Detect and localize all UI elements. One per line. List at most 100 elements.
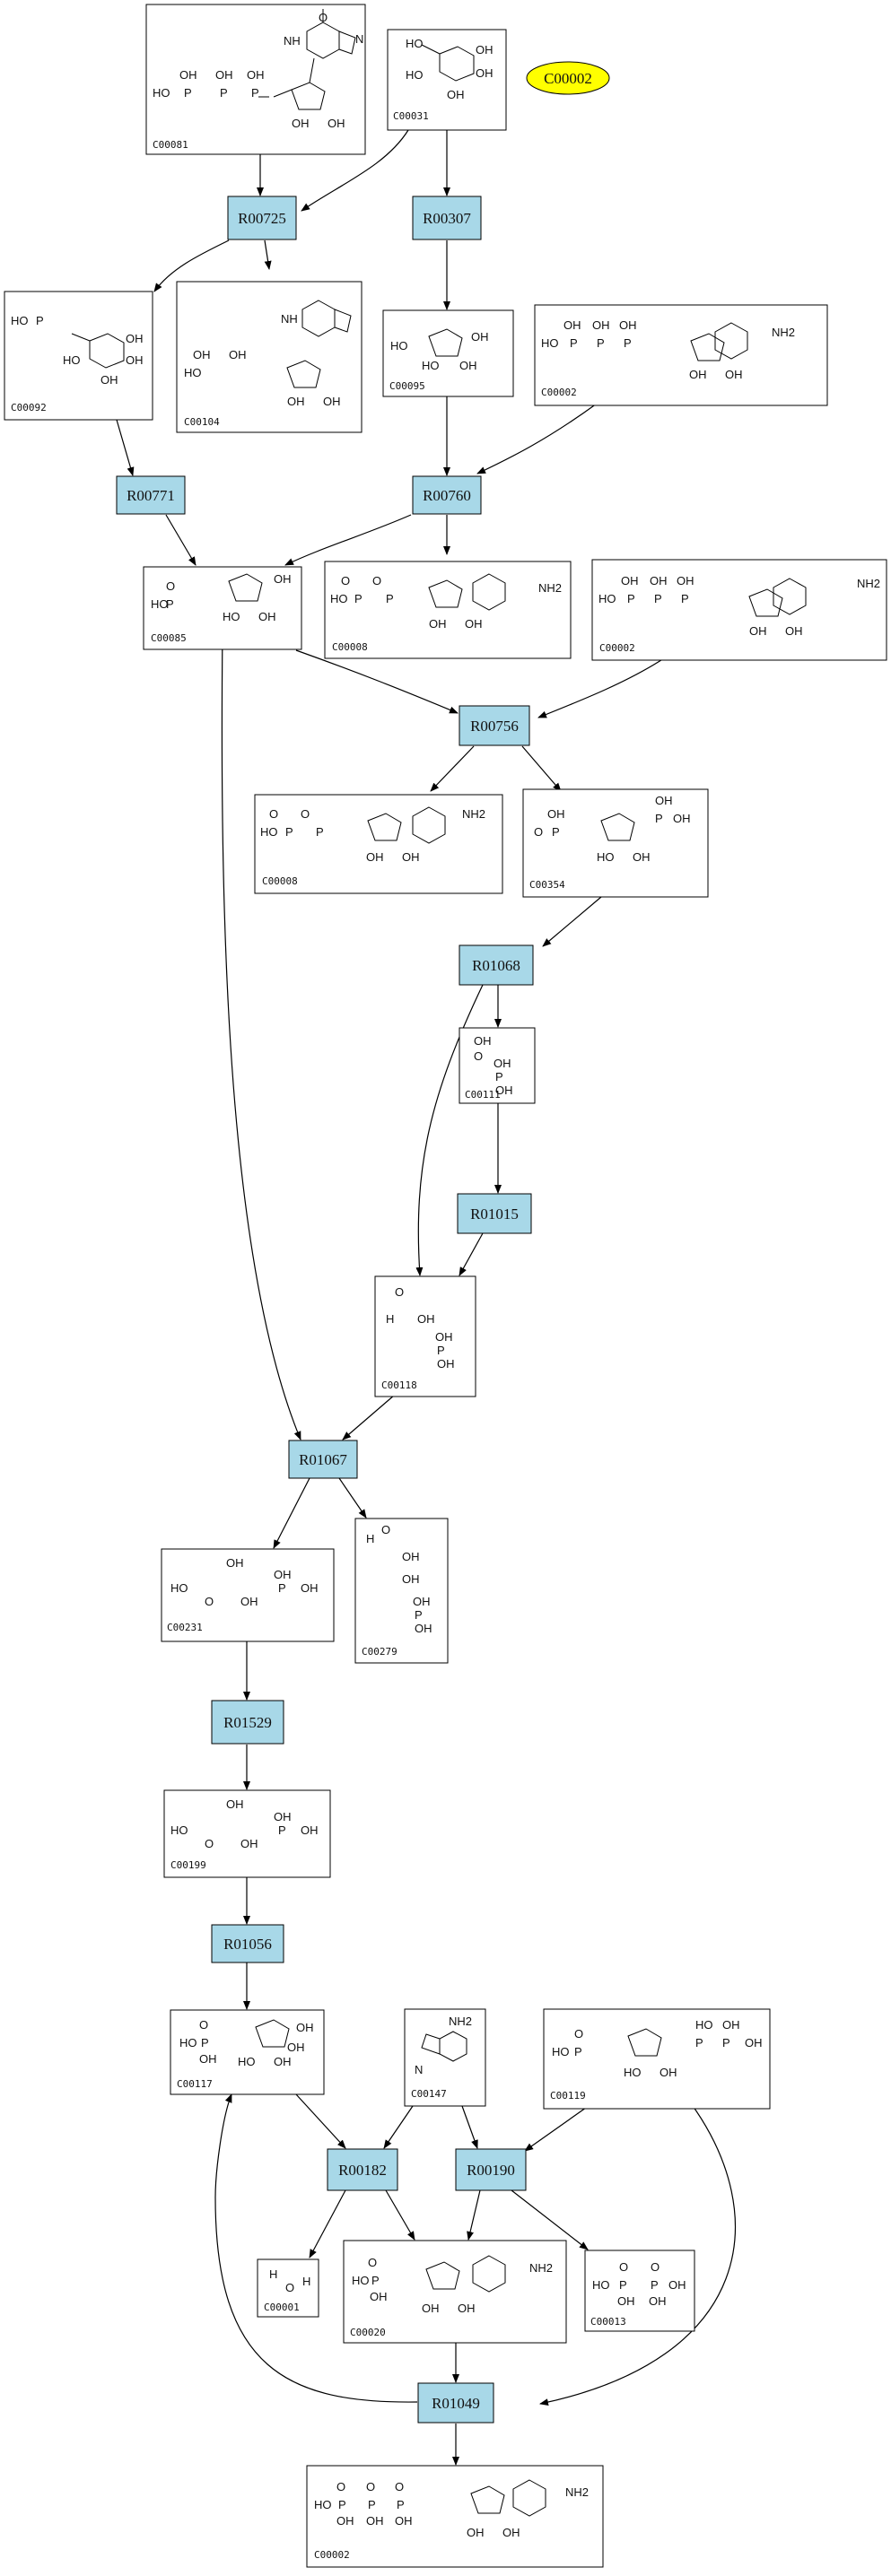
reaction-box[interactable] (227, 196, 297, 240)
reaction-r01529[interactable]: R01529 (211, 1700, 284, 1745)
reaction-r00771[interactable]: R00771 (116, 475, 186, 515)
compound-c00118[interactable]: O H OH OH P OH C00118 (374, 1275, 476, 1397)
atom-label: P (220, 86, 228, 100)
atom-label: OH (301, 1581, 319, 1595)
compound-box[interactable] (354, 1518, 449, 1664)
edge (165, 514, 197, 566)
compound-box[interactable] (163, 1789, 331, 1878)
compound-box[interactable] (257, 2258, 319, 2318)
compound-c00354[interactable]: OH O P OH P OH HO OH C00354 (522, 788, 709, 898)
reaction-box[interactable] (116, 475, 186, 515)
reaction-box[interactable] (327, 2148, 398, 2191)
atom-label: OH (240, 1837, 258, 1850)
reaction-label: R01056 (223, 1936, 272, 1953)
compound-box[interactable] (534, 304, 828, 406)
atom-label: OH (437, 1357, 455, 1371)
compound-box[interactable] (522, 788, 709, 898)
compound-c00031[interactable]: HO OH OH HO OH C00031 (387, 29, 507, 131)
compound-box[interactable] (543, 2008, 771, 2110)
atom-label: O (619, 2260, 628, 2274)
reaction-box[interactable] (459, 944, 534, 986)
reaction-box[interactable] (412, 196, 482, 240)
atom-label: OH (650, 574, 668, 587)
compound-c00231[interactable]: OH OH HO P OH O OH C00231 (161, 1548, 335, 1642)
compound-c00002-b[interactable]: OH OH OH HO P P P NH2 OH OH C00002 (591, 559, 887, 661)
reaction-r00756[interactable]: R00756 (459, 705, 530, 746)
compound-c00111[interactable]: OH O OH P OH C00111 (459, 1027, 536, 1104)
compound-c00001[interactable]: H O H C00001 (257, 2258, 319, 2318)
compound-box[interactable] (324, 561, 572, 659)
reaction-box[interactable] (412, 475, 482, 515)
compound-c00085[interactable]: O P HO OH HO OH C00085 (143, 566, 302, 650)
compound-c00092[interactable]: HO P OH OH HO OH C00092 (4, 291, 153, 421)
compound-c00008-a[interactable]: O O HO P P NH2 OH OH C00008 (324, 561, 572, 659)
compound-c00002-a[interactable]: OH OH OH HO P P P NH2 OH OH C00002 (534, 304, 828, 406)
compound-box[interactable] (161, 1548, 335, 1642)
reaction-r01049[interactable]: R01049 (417, 2382, 494, 2424)
compound-c00008-b[interactable]: O O HO P P NH2 OH OH C00008 (254, 794, 503, 894)
edge (467, 2189, 481, 2241)
compound-c00002-c[interactable]: O O O HO P P P OH OH OH NH2 OH OH C00002 (306, 2465, 604, 2568)
atom-label: HO (179, 2036, 197, 2049)
reaction-box[interactable] (459, 705, 530, 746)
atom-label: HO (592, 2278, 610, 2292)
reaction-box[interactable] (211, 1924, 284, 1963)
atom-label: HO (170, 1823, 188, 1837)
compound-c00279[interactable]: H O OH OH OH P OH C00279 (354, 1518, 449, 1664)
reaction-r00190[interactable]: R00190 (455, 2148, 527, 2191)
compound-box[interactable] (584, 2250, 695, 2332)
compound-box[interactable] (4, 291, 153, 421)
compound-box[interactable] (143, 566, 302, 650)
atom-label: NH (281, 312, 298, 326)
atom-label: HO (422, 359, 440, 372)
atom-label: OH (459, 359, 477, 372)
atom-label: NH2 (529, 2261, 553, 2275)
atom-label: OH (199, 2052, 217, 2066)
reaction-r01056[interactable]: R01056 (211, 1924, 284, 1963)
compound-box[interactable] (170, 2009, 325, 2095)
reaction-r01067[interactable]: R01067 (288, 1440, 358, 1479)
reaction-label: R00760 (423, 487, 471, 504)
reaction-box[interactable] (211, 1700, 284, 1745)
compound-c00095[interactable]: HO OH HO OH C00095 (382, 309, 514, 397)
compound-c00020[interactable]: O HO P OH NH2 OH OH C00020 (343, 2240, 567, 2344)
edge (309, 2189, 346, 2258)
reaction-box[interactable] (455, 2148, 527, 2191)
compound-c00104[interactable]: NH OH OH HO OH OH C00104 (176, 281, 363, 433)
compound-box[interactable] (306, 2465, 604, 2568)
compound-box[interactable] (404, 2008, 486, 2107)
atom-label: O (199, 2018, 208, 2032)
compound-c00117[interactable]: O HO P OH OH OH HO OH C00117 (170, 2009, 325, 2095)
compound-c00081[interactable]: O NH N OH OH OH OH OH HO P P P C00081 (145, 4, 366, 155)
compound-box[interactable] (254, 794, 503, 894)
reaction-r00307[interactable]: R00307 (412, 196, 482, 240)
reaction-box[interactable] (288, 1440, 358, 1479)
atom-label: OH (287, 395, 305, 408)
compound-box[interactable] (176, 281, 363, 433)
compound-c00147[interactable]: NH2 N C00147 (404, 2008, 486, 2107)
compound-box[interactable] (382, 309, 514, 397)
reaction-label: R01529 (223, 1714, 272, 1731)
compound-c00199[interactable]: OH OH HO P OH O OH C00199 (163, 1789, 331, 1878)
compound-c00119[interactable]: O HO P HO OH P P OH HO OH C00119 (543, 2008, 771, 2110)
reaction-box[interactable] (417, 2382, 494, 2424)
reaction-box[interactable] (457, 1193, 532, 1234)
compound-box[interactable] (374, 1275, 476, 1397)
compound-box[interactable] (343, 2240, 567, 2344)
reaction-r00182[interactable]: R00182 (327, 2148, 398, 2191)
compound-c00013[interactable]: O O HO P P OH OH OH C00013 (584, 2250, 695, 2332)
reaction-r00760[interactable]: R00760 (412, 475, 482, 515)
atom-label: P (654, 592, 662, 605)
atom-label: HO (151, 597, 169, 611)
compound-box[interactable] (459, 1027, 536, 1104)
compound-box[interactable] (145, 4, 366, 155)
reaction-r00725[interactable]: R00725 (227, 196, 297, 240)
compound-box[interactable] (387, 29, 507, 131)
reaction-r01068[interactable]: R01068 (459, 944, 534, 986)
highlight-ellipse[interactable] (526, 61, 610, 95)
atom-label: HO (598, 592, 616, 605)
highlight-compound[interactable]: C00002 (526, 61, 610, 95)
compound-box[interactable] (591, 559, 887, 661)
reaction-r01015[interactable]: R01015 (457, 1193, 532, 1234)
